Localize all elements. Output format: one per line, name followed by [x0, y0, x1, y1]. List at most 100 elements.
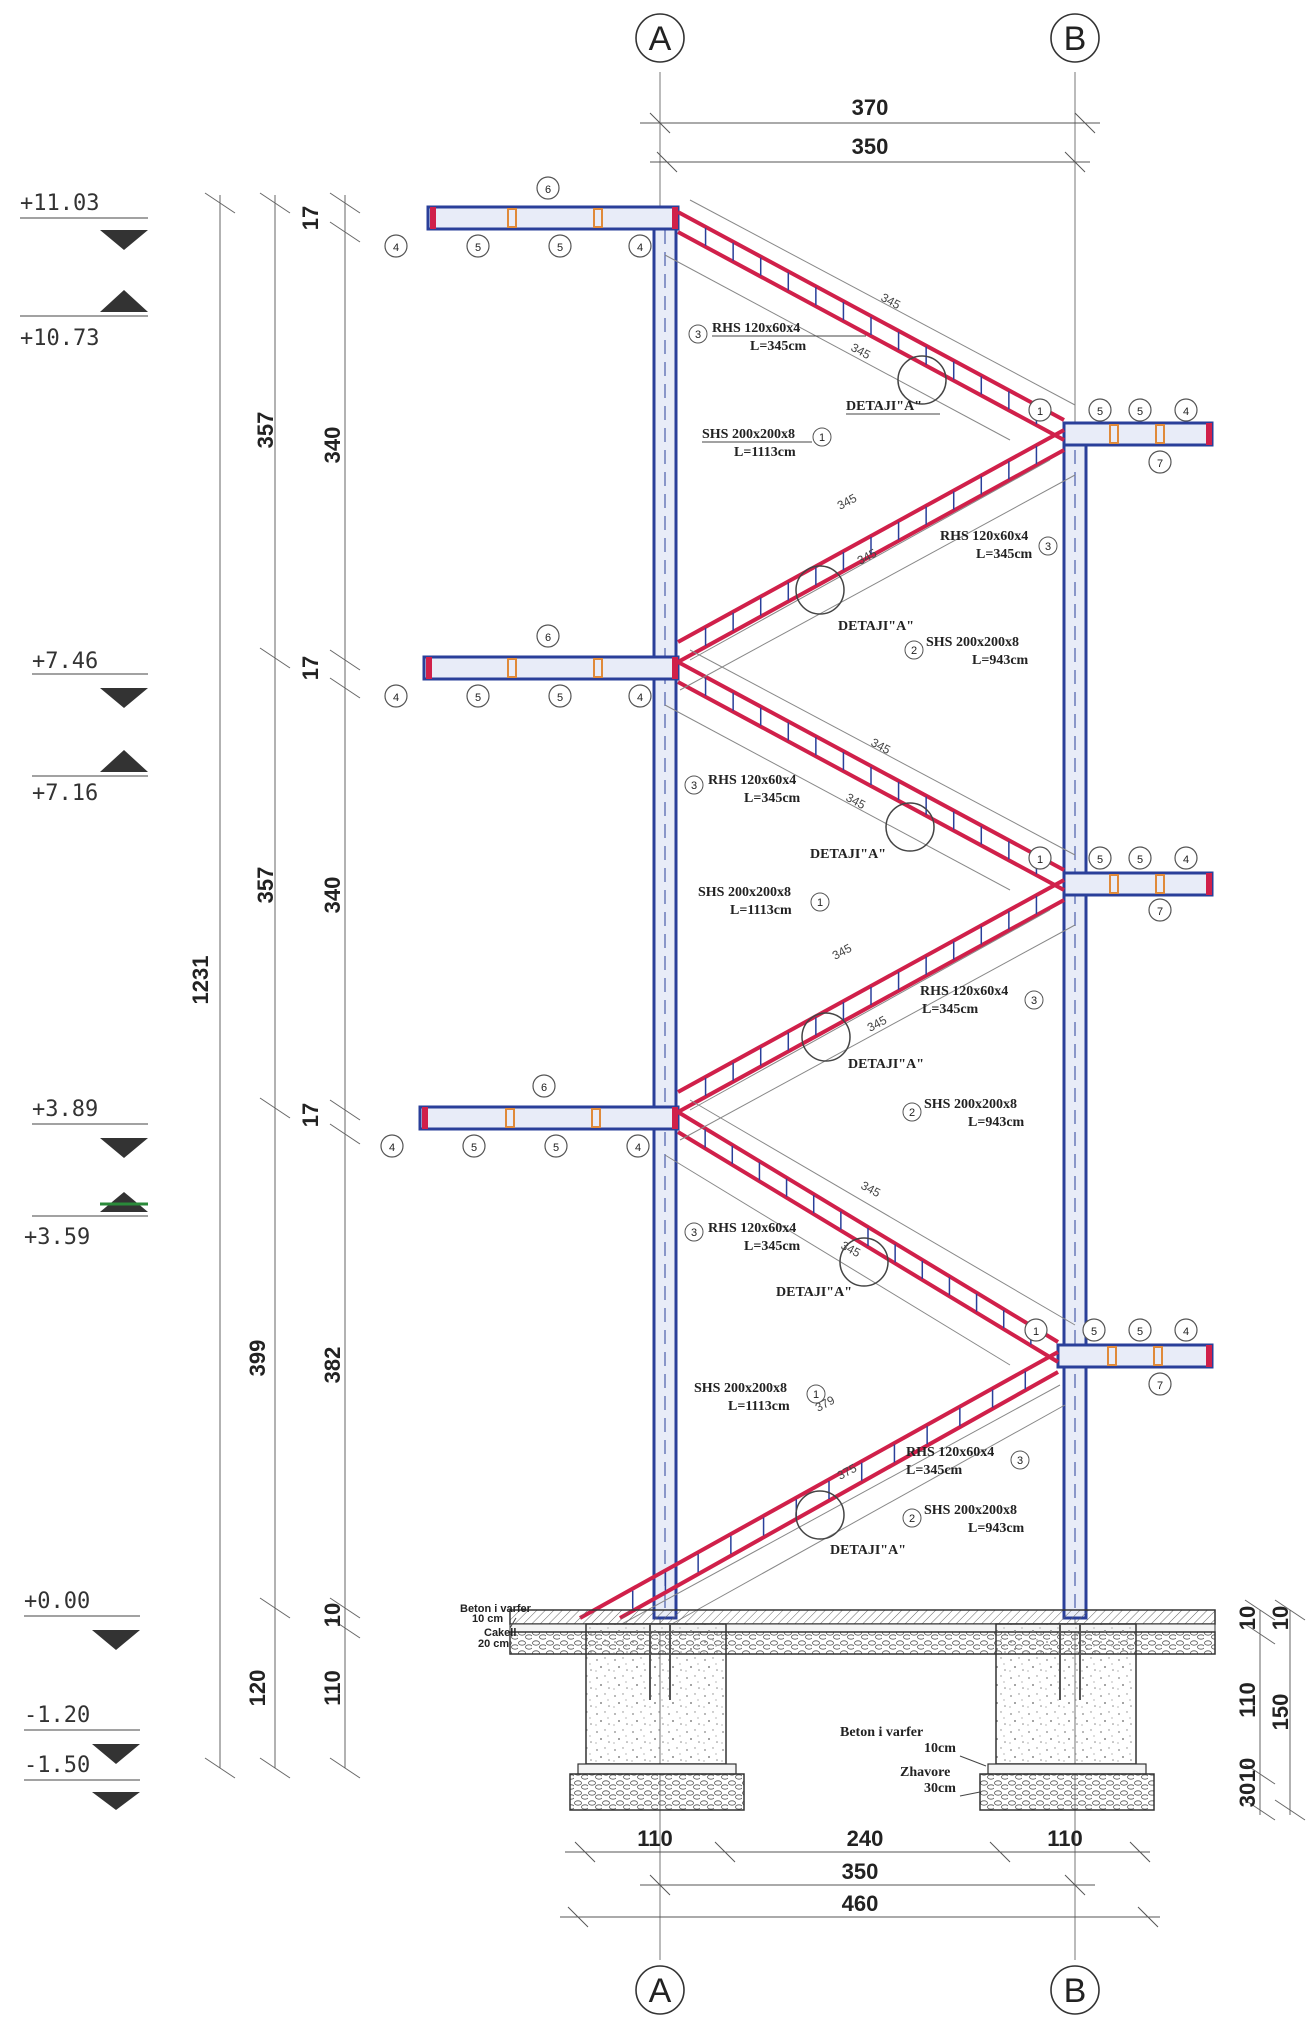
bottom-dim-110-a: 110 — [637, 1826, 673, 1851]
level-marker-11-03: +11.03 +10.73 — [20, 191, 148, 351]
flight-dim-345-1b: 345 — [849, 340, 874, 362]
callout-number: 5 — [475, 242, 481, 254]
label-shs-6: 2 SHS 200x200x8 L=943cm — [902, 1503, 1025, 1536]
svg-text:10cm: 10cm — [924, 1741, 956, 1756]
callout-bubble — [628, 684, 652, 708]
landing-beam-left-1 — [426, 205, 680, 231]
right-dim-10-b: 10 — [1268, 1606, 1293, 1630]
svg-text:L=1113cm: L=1113cm — [730, 903, 792, 918]
callout-bubble — [1128, 846, 1152, 870]
callout-number: 4 — [1183, 1326, 1189, 1338]
svg-text:Beton i varfer: Beton i varfer — [460, 1603, 532, 1615]
landing-beam-right-2 — [1062, 871, 1214, 897]
right-dim-30: 30 — [1235, 1783, 1260, 1807]
callout-bubble — [1082, 1318, 1106, 1342]
svg-text:L=1113cm: L=1113cm — [728, 1399, 790, 1414]
stair-flight-5 — [676, 1110, 1060, 1364]
svg-text:SHS 200x200x8: SHS 200x200x8 — [924, 1097, 1017, 1112]
dim-label-17-c: 17 — [298, 1103, 323, 1127]
label-shs-1: SHS 200x200x8 L=1113cm 1 — [702, 427, 832, 460]
callout-number: 4 — [635, 1142, 641, 1154]
label-detail-5: DETAJI"A" — [776, 1285, 852, 1300]
svg-text:10 cm: 10 cm — [472, 1613, 503, 1625]
callout-number: 4 — [389, 1142, 395, 1154]
callout-bubble — [1128, 398, 1152, 422]
svg-text:1: 1 — [817, 897, 823, 909]
label-rhs-2: RHS 120x60x4 L=345cm 3 — [940, 529, 1058, 562]
svg-text:2: 2 — [909, 1513, 915, 1525]
svg-text:-1.20: -1.20 — [24, 1703, 90, 1728]
landing-beam-left-2 — [422, 655, 680, 681]
callout-bubble — [380, 1134, 404, 1158]
dim-label-382: 382 — [320, 1347, 345, 1384]
callout-number: 7 — [1157, 1380, 1163, 1392]
dim-label-357-lower: 357 — [253, 867, 278, 904]
svg-text:2: 2 — [909, 1107, 915, 1119]
svg-text:30cm: 30cm — [924, 1781, 956, 1796]
callout-number: 1 — [1037, 854, 1043, 866]
label-shs-4: 2 SHS 200x200x8 L=943cm — [902, 1097, 1025, 1130]
detail-circles — [795, 355, 947, 1540]
svg-text:L=1113cm: L=1113cm — [734, 445, 796, 460]
svg-text:+7.16: +7.16 — [32, 781, 98, 806]
callout-number: 4 — [393, 692, 399, 704]
right-dim-110: 110 — [1235, 1682, 1260, 1718]
svg-text:SHS 200x200x8: SHS 200x200x8 — [926, 635, 1019, 650]
landing-beam-left-3 — [418, 1105, 680, 1131]
dim-label-340-b: 340 — [320, 877, 345, 914]
vertical-dim-lines — [204, 192, 361, 1779]
callout-bubble — [536, 624, 560, 648]
svg-text:RHS 120x60x4: RHS 120x60x4 — [906, 1445, 994, 1460]
footing-a — [569, 1623, 745, 1811]
callout-number: 5 — [557, 692, 563, 704]
stair-flight-1 — [677, 210, 1065, 442]
footing-b — [979, 1623, 1155, 1811]
callout-bubble — [532, 1074, 556, 1098]
dim-label-370: 370 — [852, 95, 889, 120]
callout-number: 5 — [475, 692, 481, 704]
axis-label-b-bottom: B — [1064, 1972, 1087, 2010]
svg-text:SHS 200x200x8: SHS 200x200x8 — [924, 1503, 1017, 1518]
callout-number: 5 — [1137, 1326, 1143, 1338]
label-shs-3: SHS 200x200x8 L=1113cm 1 — [698, 885, 830, 918]
svg-text:+7.46: +7.46 — [32, 649, 98, 674]
column-b — [1062, 438, 1088, 1620]
callout-bubble — [628, 234, 652, 258]
svg-text:DETAJI"A": DETAJI"A" — [846, 399, 922, 414]
svg-text:L=345cm: L=345cm — [750, 339, 807, 354]
svg-text:3: 3 — [695, 329, 701, 341]
axis-label-b-top: B — [1064, 20, 1087, 58]
svg-text:Zhavore: Zhavore — [900, 1765, 950, 1780]
svg-text:+10.73: +10.73 — [20, 326, 99, 351]
label-shs-5: SHS 200x200x8 L=1113cm 1 — [694, 1381, 826, 1414]
dim-label-399: 399 — [245, 1340, 270, 1377]
callout-bubble — [1148, 450, 1172, 474]
label-detail-6: DETAJI"A" — [830, 1543, 906, 1558]
callout-number: 5 — [557, 242, 563, 254]
callout-number: 4 — [393, 242, 399, 254]
dim-label-17-b: 17 — [298, 656, 323, 680]
svg-text:SHS 200x200x8: SHS 200x200x8 — [698, 885, 791, 900]
svg-text:Cakell: Cakell — [484, 1627, 516, 1639]
callout-number: 1 — [1033, 1326, 1039, 1338]
svg-text:+0.00: +0.00 — [24, 1589, 90, 1614]
flight-dim-345-1a: 345 — [879, 290, 904, 312]
callout-number: 5 — [1097, 854, 1103, 866]
bottom-dim-240: 240 — [847, 1826, 884, 1851]
callout-number: 6 — [545, 632, 551, 644]
callout-bubble — [1028, 398, 1052, 422]
svg-text:RHS 120x60x4: RHS 120x60x4 — [920, 984, 1008, 999]
top-dimension-350 — [650, 151, 1090, 173]
flight-dim-345-3a: 345 — [869, 735, 894, 757]
dim-label-350: 350 — [852, 134, 889, 159]
svg-text:DETAJI"A": DETAJI"A" — [830, 1543, 906, 1558]
svg-text:RHS 120x60x4: RHS 120x60x4 — [712, 321, 800, 336]
svg-text:L=345cm: L=345cm — [744, 1239, 801, 1254]
svg-text:L=943cm: L=943cm — [968, 1521, 1025, 1536]
svg-text:DETAJI"A": DETAJI"A" — [838, 619, 914, 634]
right-vertical-dims — [1244, 1599, 1306, 1821]
label-detail-1: DETAJI"A" — [846, 399, 940, 415]
label-rhs-1: 3 RHS 120x60x4 L=345cm — [688, 321, 866, 354]
svg-text:L=943cm: L=943cm — [968, 1115, 1025, 1130]
